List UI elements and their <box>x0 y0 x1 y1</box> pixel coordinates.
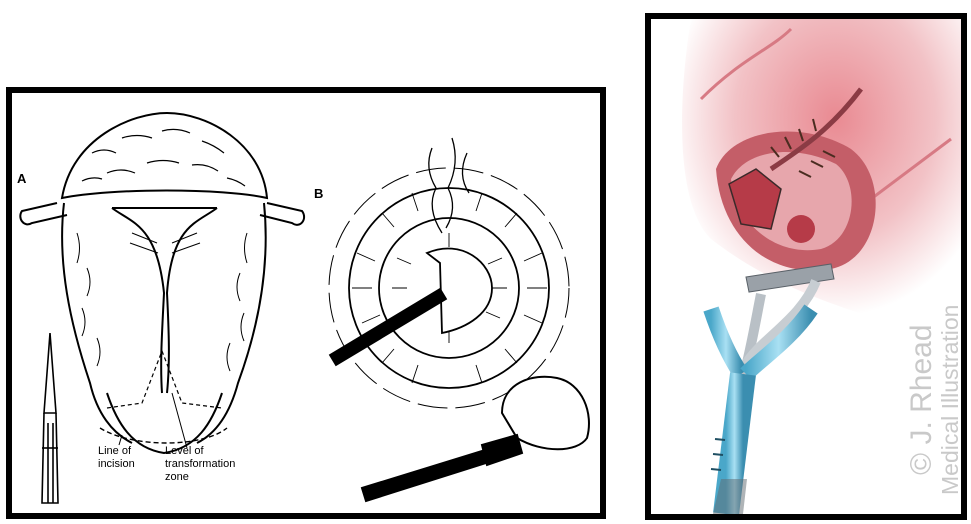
panel-a-label: A <box>17 171 26 186</box>
scalpel-illustration <box>42 333 58 503</box>
watermark-line1: © J. Rhead <box>905 324 939 475</box>
watermark-line2: Medical Illustration <box>937 305 964 495</box>
panel-b-label: B <box>314 186 323 201</box>
uterus-illustration <box>20 113 304 453</box>
line-of-incision-label: Line of incision <box>98 445 135 471</box>
figure-panel-right: © J. Rhead Medical Illustration <box>645 13 967 520</box>
figure-panel-left: A B Line of incision Level of transforma… <box>6 87 606 519</box>
cervix-cone-illustration <box>329 138 569 408</box>
transformation-zone-label: Level of transformation zone <box>165 445 235 484</box>
